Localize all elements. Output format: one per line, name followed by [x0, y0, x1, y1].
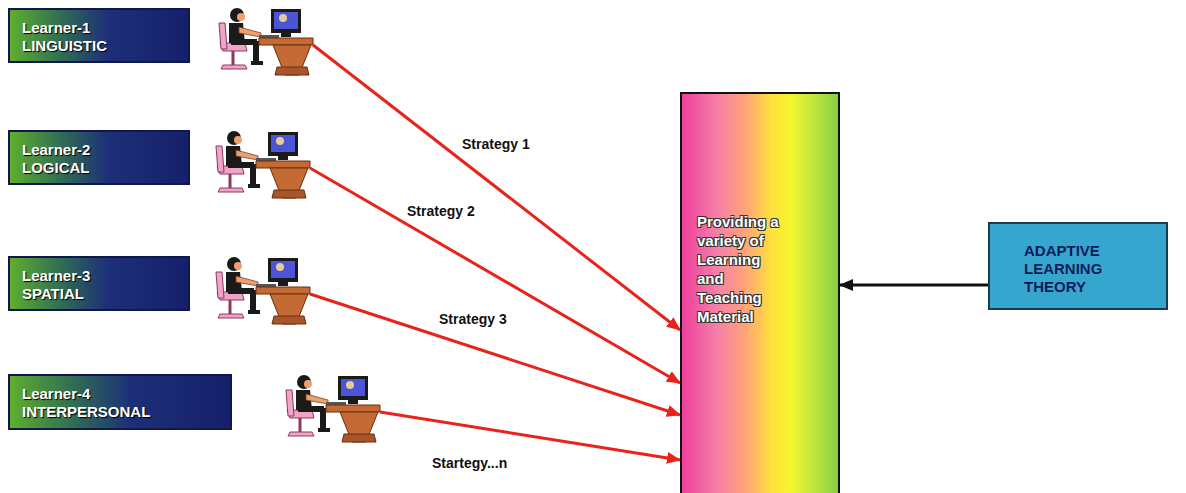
strategy-arrow — [840, 284, 988, 287]
node-text: SPATIAL — [22, 285, 178, 303]
node-text: Learner-1 — [22, 19, 178, 37]
node-text: LOGICAL — [22, 159, 178, 177]
edge-label: Startegy...n — [430, 455, 509, 471]
material-band: Providing a variety of Learning and Teac… — [680, 92, 840, 493]
edge-label: Strategy 2 — [405, 203, 477, 219]
edge-label: Strategy 3 — [437, 311, 509, 327]
learner-figure — [216, 131, 310, 198]
learner-box: Learner-1LINGUISTIC — [8, 8, 190, 63]
learner-figure — [286, 375, 380, 442]
node-text: ADAPTIVE LEARNING THEORY — [1024, 242, 1124, 296]
node-text: Providing a variety of Learning and Teac… — [697, 212, 789, 326]
learner-box: Learner-2LOGICAL — [8, 130, 190, 185]
learner-figure — [219, 8, 313, 75]
learner-box: Learner-4INTERPERSONAL — [8, 374, 232, 430]
strategy-arrow — [380, 412, 680, 460]
edge-label: Strategy 1 — [460, 136, 532, 152]
node-text: Learner-3 — [22, 267, 178, 285]
node-text: Learner-4 — [22, 385, 220, 403]
learner-figure — [216, 257, 310, 324]
learner-box: Learner-3SPATIAL — [8, 256, 190, 311]
strategy-arrow — [313, 45, 680, 330]
strategy-arrow — [310, 168, 680, 383]
node-text: LINGUISTIC — [22, 37, 178, 55]
node-text: Learner-2 — [22, 141, 178, 159]
node-text: INTERPERSONAL — [22, 403, 220, 421]
theory-box: ADAPTIVE LEARNING THEORY — [988, 222, 1168, 310]
strategy-arrow — [310, 294, 680, 415]
